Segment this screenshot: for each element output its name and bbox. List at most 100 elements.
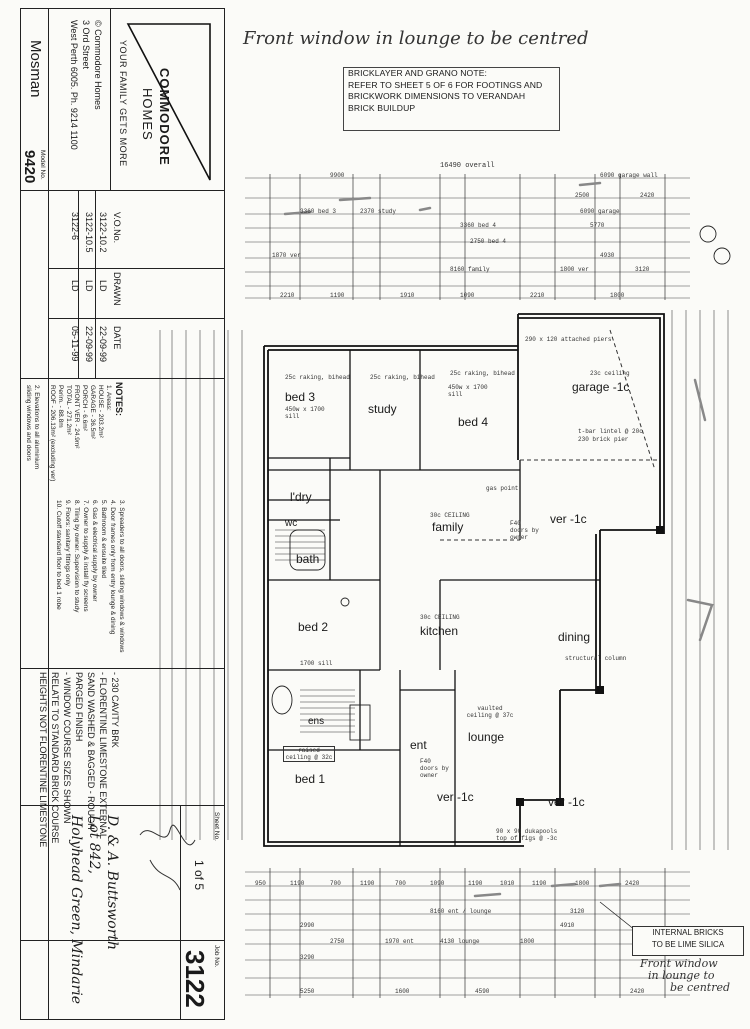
dim-bottom-6: 1190 [468, 880, 483, 887]
company-name: © Commodore Homes [93, 20, 103, 110]
model-number: 9420 [21, 150, 38, 184]
site-address: Holyhead Green, Mindarie [68, 815, 84, 1005]
lot-number: Lot 842, [86, 815, 102, 874]
title-block [20, 8, 225, 1020]
area-note-4: FRONT VER - 24.9m² [73, 385, 80, 449]
room-bed2: bed 2 [298, 620, 329, 634]
dim-top-12: 8160 family [450, 266, 490, 273]
job-number: 3122 [180, 950, 210, 1008]
model-label: Model No. [39, 150, 46, 180]
note-lounge-ceiling: vaulted ceiling @ 37c [466, 705, 514, 719]
room-lounge: lounge [468, 730, 505, 744]
area-note-1: HOUSE - 203.2m² [97, 385, 104, 438]
room-garage: garage -1c [572, 380, 630, 394]
overall-dimension: 16490 overall [440, 162, 495, 170]
general-note-6: 9. Floors: sanitary fittings only [64, 500, 71, 586]
area-note-0: 1. Areas: [105, 385, 112, 411]
logo-text-2: HOMES [140, 88, 155, 141]
note-structural-column: structural column [565, 655, 627, 662]
handwritten-top-note: Front window in lounge to be centred [243, 28, 589, 49]
handwritten-bottom-line-3: be centred [670, 981, 731, 994]
room-ens: ens [308, 716, 325, 727]
rev-3-date: 05-11-99 [70, 326, 80, 362]
notes-heading: NOTES: [114, 382, 124, 417]
rev-header-drawn: DRAWN [112, 272, 122, 306]
dim-bottom-11: 3120 [570, 908, 585, 915]
rev-header-date: DATE [112, 326, 122, 350]
model-name: Mosman [27, 40, 44, 98]
dim-top-16: 1190 [330, 292, 345, 299]
area-note-2: GARAGE - 36.5m² [89, 385, 96, 439]
note-study-ceiling: 25c raking, bihead [370, 374, 435, 381]
general-note-5: 8. Tiling by owner. Supervision to study [73, 500, 80, 613]
rev-1-drawn: LD [98, 280, 108, 292]
dim-bottom-16: 1970 ent [385, 938, 414, 945]
dim-top-6: 2370 study [360, 208, 397, 215]
note-ent-doors: F40 doors by owner [420, 758, 449, 779]
dim-bottom-10: 2420 [625, 880, 640, 887]
lime-silica-note: INTERNAL BRICKS TO BE LIME SILICA [632, 926, 744, 956]
dim-top-3: 2420 [640, 192, 655, 199]
bricklayer-note-line-2: REFER TO SHEET 5 OF 6 FOR FOOTINGS AND [348, 79, 543, 90]
dim-bottom-22: 4590 [475, 988, 490, 995]
rev-header-vo: V.O.No. [112, 212, 122, 244]
dim-bottom-2: 700 [330, 880, 341, 887]
handwritten-bottom-note: Front window in lounge to be centred [640, 958, 730, 994]
spec-note-6: HEIGHTS NOT FLORENTINE LIMESTONE [38, 672, 48, 848]
dim-top-17: 1910 [400, 292, 415, 299]
room-dining: dining [558, 630, 591, 644]
dim-top-1: 6090 garage wall [600, 172, 658, 179]
dim-top-10: 4930 [600, 252, 615, 259]
room-ver-bottom-left: ver -1c [437, 790, 474, 804]
dim-top-4: 6090 garage [580, 208, 620, 215]
general-note-7: 10. Cutoff standard floor to bed 1 robe [55, 500, 62, 610]
room-family: family [432, 520, 464, 534]
note-bed3-ceiling: 25c raking, bihead [285, 374, 350, 381]
dim-bottom-15: 2750 [330, 938, 345, 945]
note-family-ceiling: 30c CEILING [430, 512, 470, 519]
dim-bottom-5: 1090 [430, 880, 445, 887]
dim-bottom-14: 2990 [300, 922, 315, 929]
note-dukapools: 90 x 90 dukapools top of figs @ -3c [496, 828, 558, 842]
area-note-9: sliding windows and doors [25, 385, 32, 461]
note-bed4-window: 450w x 1700 sill [448, 384, 488, 398]
handwritten-bottom-line-1: Front window [640, 957, 718, 970]
note-garage-piers: 290 x 120 attached piers [525, 336, 612, 343]
dim-top-13: 1800 ver [560, 266, 589, 273]
room-bath: bath [296, 552, 320, 566]
room-ldry: l'dry [290, 490, 312, 504]
client-name: D. & A. Buttsworth [104, 815, 120, 951]
area-note-8: 2. Elevations to all aluminium [33, 385, 40, 470]
room-bed1: bed 1 [295, 772, 326, 786]
dim-bottom-1: 1190 [290, 880, 305, 887]
general-note-2: 5. Bathroom & ensuite tiled [100, 500, 107, 579]
job-label: Job No. [213, 945, 220, 968]
lime-silica-line-2: TO BE LIME SILICA [651, 940, 725, 949]
dim-bottom-12: 8160 ent / lounge [430, 908, 492, 915]
dim-bottom-23: 2420 [630, 988, 645, 995]
dim-bottom-7: 1010 [500, 880, 515, 887]
dim-top-7: 3360 bed 4 [460, 222, 497, 229]
rev-2-vo: 3122-10.5 [84, 212, 94, 253]
dim-top-0: 9900 [330, 172, 345, 179]
rev-2-drawn: LD [84, 280, 94, 292]
dim-bottom-9: 1800 [575, 880, 590, 887]
rev-3-vo: 3122-6 [70, 212, 80, 241]
room-study: study [368, 402, 397, 416]
dim-bottom-8: 1190 [532, 880, 547, 887]
dim-top-18: 1090 [460, 292, 475, 299]
dim-top-20: 1800 [610, 292, 625, 299]
note-kitchen-ceiling: 30c CEILING [420, 614, 460, 621]
dim-top-11: 1870 ver [272, 252, 301, 259]
bricklayer-note-line-4: BRICK BUILDUP [348, 102, 416, 113]
area-note-3: PORCH - 6.6m² [81, 385, 88, 431]
room-ver-bottom-right: ver -1c [548, 795, 585, 809]
company-city: West Perth 6005. Ph. 9214 1100 [69, 20, 79, 150]
note-garage-brick: 230 brick pier [578, 436, 629, 443]
dim-top-15: 2210 [280, 292, 295, 299]
dim-bottom-17: 4130 lounge [440, 938, 480, 945]
bricklayer-note: BRICKLAYER AND GRANO NOTE: REFER TO SHEE… [343, 67, 560, 131]
room-ent: ent [410, 738, 427, 752]
note-sliding-doors: F40 doors by owner [510, 520, 539, 541]
